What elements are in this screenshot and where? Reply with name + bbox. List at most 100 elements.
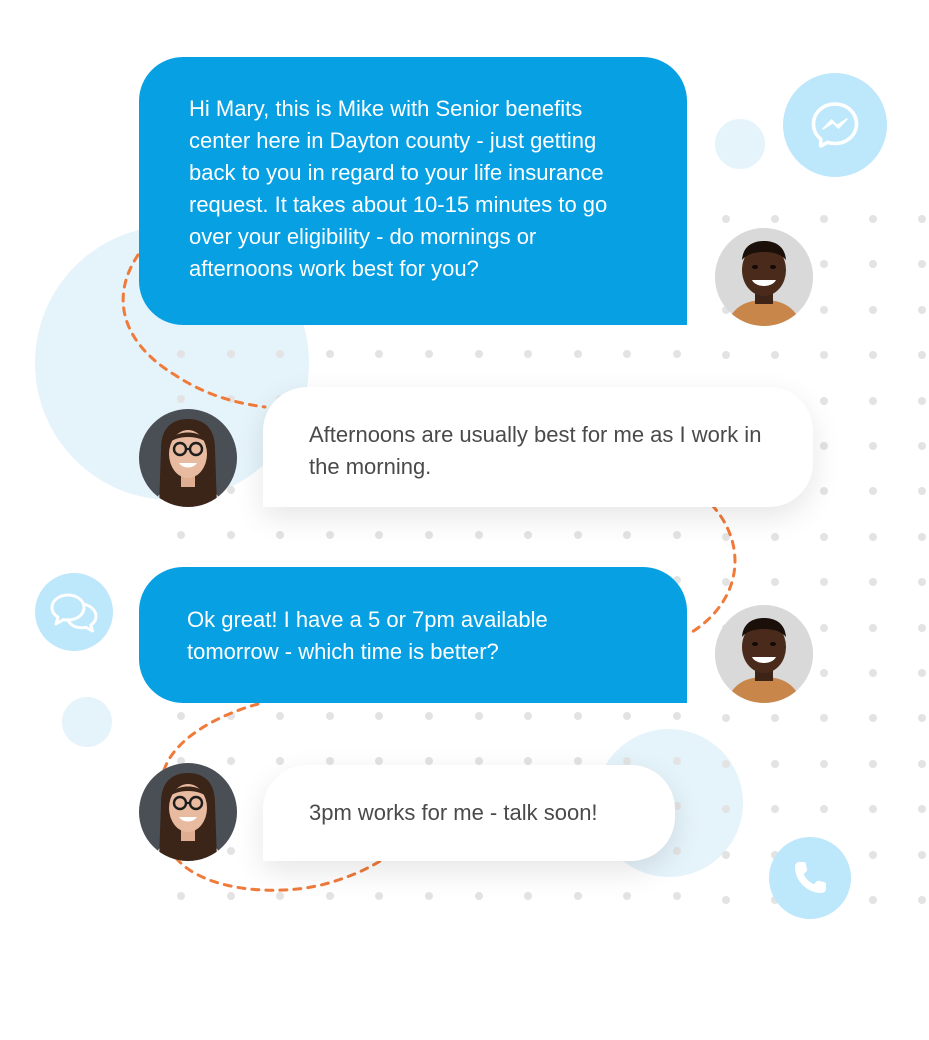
grid-dot <box>918 714 926 722</box>
grid-dot <box>425 531 433 539</box>
grid-dot <box>574 757 582 765</box>
grid-dot <box>524 531 532 539</box>
grid-dot <box>276 531 284 539</box>
message-text: 3pm works for me - talk soon! <box>309 800 598 825</box>
grid-dot <box>918 306 926 314</box>
grid-dot <box>375 531 383 539</box>
grid-dot <box>276 712 284 720</box>
grid-dot <box>820 306 828 314</box>
grid-dot <box>918 760 926 768</box>
grid-dot <box>820 397 828 405</box>
grid-dot <box>177 395 185 403</box>
grid-dot <box>673 531 681 539</box>
grid-dot <box>177 712 185 720</box>
grid-dot <box>623 757 631 765</box>
grid-dot <box>722 533 730 541</box>
grid-dot <box>375 892 383 900</box>
grid-dot <box>771 714 779 722</box>
grid-dot <box>623 350 631 358</box>
grid-dot <box>869 669 877 677</box>
grid-dot <box>771 578 779 586</box>
grid-dot <box>820 260 828 268</box>
grid-dot <box>820 487 828 495</box>
grid-dot <box>227 350 235 358</box>
grid-dot <box>918 487 926 495</box>
grid-dot <box>177 350 185 358</box>
grid-dot <box>869 442 877 450</box>
grid-dot <box>326 531 334 539</box>
grid-dot <box>918 851 926 859</box>
grid-dot <box>375 712 383 720</box>
grid-dot <box>918 351 926 359</box>
grid-dot <box>326 757 334 765</box>
grid-dot <box>425 350 433 358</box>
grid-dot <box>425 892 433 900</box>
dashed-connector-path <box>121 253 737 892</box>
grid-dot <box>820 624 828 632</box>
messenger-icon <box>811 102 859 148</box>
grid-dot <box>524 350 532 358</box>
grid-dot <box>918 669 926 677</box>
grid-dot <box>425 757 433 765</box>
grid-dot <box>177 531 185 539</box>
grid-dot <box>918 896 926 904</box>
grid-dot <box>425 712 433 720</box>
grid-dot <box>869 578 877 586</box>
grid-dot <box>918 397 926 405</box>
grid-dot <box>276 350 284 358</box>
grid-dot <box>869 306 877 314</box>
grid-dot <box>722 760 730 768</box>
grid-dot <box>623 892 631 900</box>
customer-avatar <box>139 763 237 861</box>
grid-dot <box>869 896 877 904</box>
grid-dot <box>524 892 532 900</box>
grid-dot <box>722 805 730 813</box>
grid-dot <box>918 624 926 632</box>
grid-dot <box>475 757 483 765</box>
message-bubble-customer: 3pm works for me - talk soon! <box>263 765 675 861</box>
grid-dot <box>820 533 828 541</box>
grid-dot <box>475 892 483 900</box>
grid-dot <box>673 802 681 810</box>
grid-dot <box>771 805 779 813</box>
grid-dot <box>771 351 779 359</box>
grid-dot <box>177 892 185 900</box>
message-bubble-agent: Hi Mary, this is Mike with Senior benefi… <box>139 57 687 325</box>
grid-dot <box>869 260 877 268</box>
phone-badge <box>769 837 851 919</box>
grid-dot <box>722 578 730 586</box>
grid-dot <box>869 624 877 632</box>
grid-dot <box>820 669 828 677</box>
phone-icon <box>795 862 826 893</box>
grid-dot <box>820 714 828 722</box>
grid-dot <box>771 533 779 541</box>
grid-dot <box>820 760 828 768</box>
grid-dot <box>869 351 877 359</box>
grid-dot <box>869 805 877 813</box>
grid-dot <box>227 486 235 494</box>
grid-dot <box>918 260 926 268</box>
grid-dot <box>326 892 334 900</box>
grid-dot <box>623 531 631 539</box>
grid-dot <box>722 851 730 859</box>
grid-dot <box>869 760 877 768</box>
grid-dot <box>475 350 483 358</box>
grid-dot <box>475 531 483 539</box>
grid-dot <box>918 578 926 586</box>
grid-dot <box>673 350 681 358</box>
chat-bubbles-icon <box>50 593 98 633</box>
grid-dot <box>820 805 828 813</box>
grid-dot <box>869 714 877 722</box>
chat-badge <box>35 573 113 651</box>
message-text: Afternoons are usually best for me as I … <box>309 422 762 479</box>
grid-dot <box>673 757 681 765</box>
grid-dot <box>574 892 582 900</box>
grid-dot <box>276 892 284 900</box>
grid-dot <box>227 757 235 765</box>
grid-dot <box>918 442 926 450</box>
grid-dot <box>722 215 730 223</box>
grid-dot <box>673 847 681 855</box>
grid-dot <box>623 712 631 720</box>
grid-dot <box>326 712 334 720</box>
